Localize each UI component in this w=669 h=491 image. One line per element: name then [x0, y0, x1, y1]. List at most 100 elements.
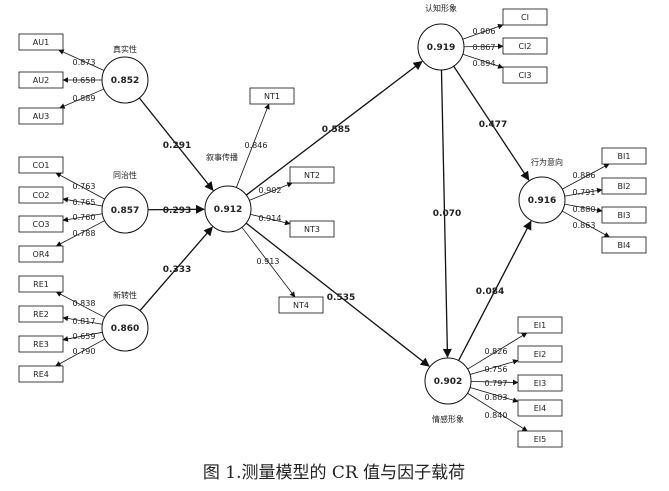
indicator-ci3-box [502, 66, 548, 84]
construct-narrative-cr-value: 0.912 [214, 205, 242, 215]
indicator-co1-label: CO1 [33, 161, 50, 170]
indicator-nt4-arrow [241, 227, 296, 298]
indicator-ci2-box [502, 37, 548, 55]
construct-consistency-node [101, 186, 149, 234]
indicator-co3-label: CO3 [33, 220, 50, 229]
indicator-nt1-arrow [235, 103, 270, 188]
indicator-au2-label: AU2 [33, 76, 49, 85]
indicator-bi2-label: BI2 [618, 182, 631, 191]
indicator-co1-arrow [55, 172, 105, 200]
path-novelty-to-narrative-coef: 0.333 [163, 265, 191, 275]
construct-behavior-cr-value: 0.916 [528, 196, 556, 206]
indicator-ei3-arrow [470, 379, 519, 386]
indicator-ci3-loading: 0.894 [473, 59, 496, 68]
path-authenticity-to-narrative-arrow [138, 97, 214, 191]
indicator-re3-arrow [62, 331, 103, 342]
construct-authenticity-node [101, 56, 149, 104]
indicator-bi3-box [601, 206, 647, 224]
indicator-bi2-box [601, 177, 647, 195]
indicator-nt3-box [289, 220, 335, 238]
construct-novelty-node [101, 304, 149, 352]
indicator-au2-loading: 0.658 [73, 76, 96, 85]
indicator-re3-loading: 0.659 [73, 332, 96, 341]
path-narrative-to-cognitive-arrow [245, 60, 423, 196]
indicator-au3-label: AU3 [33, 112, 49, 121]
construct-novelty-label: 新转性 [113, 290, 137, 300]
indicator-ci3-label: CI3 [518, 71, 531, 80]
indicator-ei3-label: EI3 [534, 379, 547, 388]
indicator-co2-box [18, 186, 64, 204]
indicator-bi1-arrow [562, 163, 610, 190]
indicator-bi4-box [601, 236, 647, 254]
indicator-bi3-label: BI3 [618, 211, 631, 220]
indicator-nt1-label: NT1 [264, 92, 280, 101]
indicator-or4-box [18, 245, 64, 263]
indicator-nt4-box [278, 296, 324, 314]
indicator-ci-loading: 0.906 [473, 27, 496, 36]
indicator-co1-box [18, 156, 64, 174]
indicator-ei5-label: EI5 [534, 435, 547, 444]
construct-narrative-label: 叙事传播 [206, 152, 238, 162]
path-consistency-to-narrative-coef: 0.293 [163, 206, 191, 216]
path-authenticity-to-narrative-coef: 0.291 [163, 141, 191, 151]
indicator-nt1-loading: 0.846 [245, 141, 268, 150]
indicator-au1-box [18, 33, 64, 51]
indicator-re2-label: RE2 [33, 310, 49, 319]
indicator-re4-loading: 0.790 [73, 347, 96, 356]
indicator-bi4-arrow [561, 210, 610, 238]
indicator-ei1-label: EI1 [534, 321, 547, 330]
indicator-ei4-arrow [469, 387, 519, 403]
path-consistency-to-narrative-arrow [147, 204, 205, 214]
indicator-re4-arrow [55, 338, 106, 367]
indicator-re2-loading: 0.817 [73, 317, 96, 326]
indicator-re4-box [18, 365, 64, 383]
indicator-ei2-box [517, 345, 563, 363]
construct-emotional-label: 情感形象 [432, 414, 464, 424]
indicator-nt2-loading: 0.902 [259, 186, 282, 195]
indicator-or4-loading: 0.788 [73, 229, 96, 238]
indicator-ci-arrow [462, 23, 504, 40]
indicator-nt4-label: NT4 [293, 301, 309, 310]
figure-caption: 图 1.测量模型的 CR 值与因子载荷 [203, 463, 465, 483]
indicator-ei2-arrow [469, 359, 519, 375]
indicator-co3-box [18, 215, 64, 233]
indicator-bi1-box [601, 147, 647, 165]
indicator-ci3-arrow [462, 53, 504, 69]
indicator-nt2-label: NT2 [304, 171, 320, 180]
indicator-ei4-loading: 0.803 [485, 393, 508, 402]
indicator-nt2-box [289, 166, 335, 184]
indicator-au1-label: AU1 [33, 38, 49, 47]
indicator-ei5-arrow [467, 392, 528, 432]
construct-novelty-cr-value: 0.860 [111, 324, 139, 334]
indicator-bi4-loading: 0.863 [573, 221, 596, 230]
indicator-ei2-label: EI2 [534, 350, 547, 359]
indicator-bi2-arrow [564, 187, 603, 197]
indicator-ei1-box [517, 316, 563, 334]
path-narrative-to-emotional-arrow [245, 222, 430, 367]
indicator-bi2-loading: 0.791 [573, 188, 596, 197]
construct-cognitive-node [417, 23, 465, 71]
indicator-co2-loading: 0.765 [73, 198, 96, 207]
construct-cognitive-label: 认知形象 [425, 3, 457, 13]
construct-narrative-node [204, 185, 252, 233]
indicator-re1-box [18, 275, 64, 293]
indicator-re2-box [18, 305, 64, 323]
indicator-nt3-arrow [250, 213, 291, 226]
indicator-nt1-box [249, 87, 295, 105]
indicator-ei2-loading: 0.756 [485, 365, 508, 374]
indicator-bi4-label: BI4 [618, 241, 631, 250]
indicator-co3-arrow [62, 213, 103, 223]
indicator-au2-box [18, 71, 64, 89]
indicator-co2-arrow [62, 197, 103, 207]
path-cognitive-to-behavior-coef: 0.477 [479, 120, 507, 130]
construct-consistency-label: 同治性 [113, 170, 137, 180]
indicator-nt3-loading: 0.914 [259, 214, 282, 223]
indicator-bi3-arrow [564, 203, 603, 213]
indicator-au1-loading: 0.873 [73, 58, 96, 67]
construct-authenticity-cr-value: 0.852 [111, 76, 139, 86]
indicator-au3-arrow [59, 88, 105, 109]
indicator-ei5-box [517, 430, 563, 448]
construct-behavior-node [518, 176, 566, 224]
construct-cognitive-cr-value: 0.919 [427, 43, 455, 53]
